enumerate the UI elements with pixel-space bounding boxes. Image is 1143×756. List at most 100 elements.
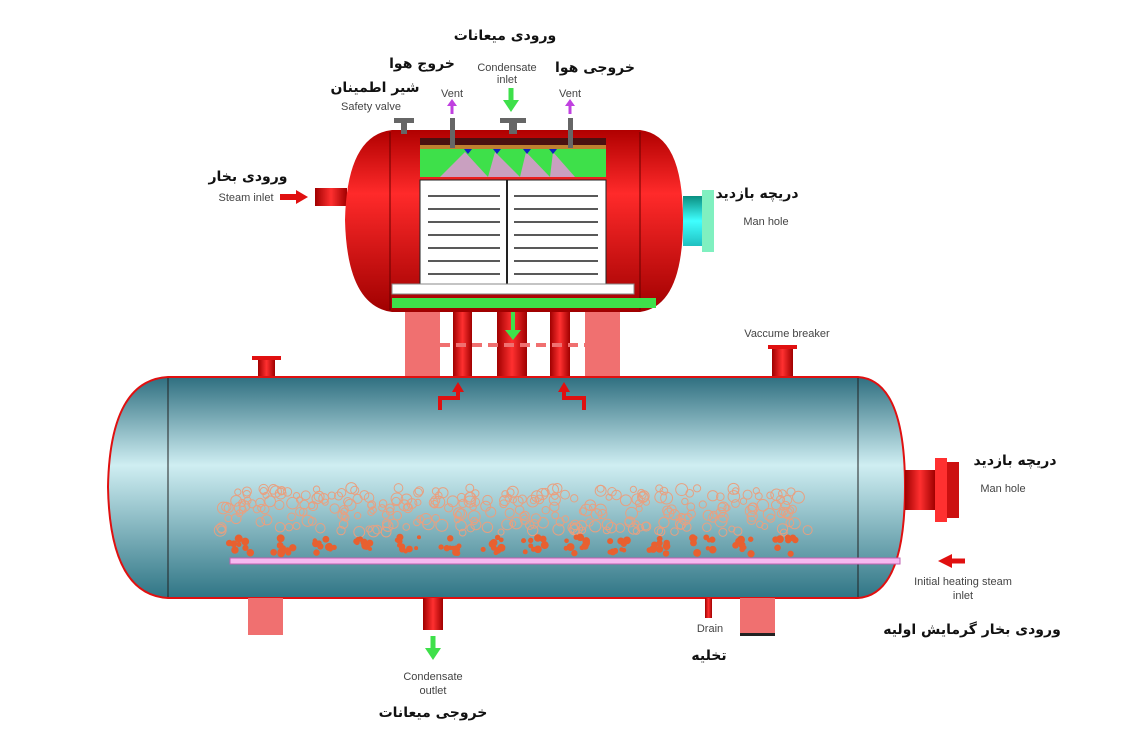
- manhole-bottom-label-fa: دریچه بازدید: [973, 453, 1056, 469]
- bubble: [549, 501, 560, 512]
- bubble: [385, 507, 395, 516]
- bubble: [585, 518, 594, 527]
- bubble: [469, 503, 477, 511]
- bubble: [378, 499, 388, 508]
- bubble: [675, 483, 689, 497]
- bubble: [340, 512, 348, 520]
- manhole-top-label-fa: دریچه بازدید: [715, 186, 798, 202]
- bubble: [555, 517, 565, 527]
- bubble: [601, 518, 614, 531]
- bubble: [552, 523, 565, 536]
- steam-jet: [396, 538, 403, 545]
- bubble: [350, 485, 360, 495]
- bubble: [259, 487, 268, 496]
- condensate-outlet-arrow-icon: [425, 648, 441, 660]
- bubble: [731, 487, 740, 495]
- bubble: [514, 505, 525, 515]
- bubble: [230, 513, 242, 525]
- bubble: [658, 516, 670, 529]
- bubble: [338, 519, 349, 529]
- bubble: [509, 520, 517, 528]
- condensate-outlet-label-en: Condensate: [403, 671, 462, 683]
- steam-jet: [656, 540, 663, 547]
- steam-jet: [787, 550, 794, 557]
- bubble: [269, 485, 282, 498]
- bubble: [430, 495, 441, 506]
- bubble: [437, 487, 449, 499]
- steam-jet: [571, 550, 578, 557]
- steam-jet: [534, 534, 542, 542]
- bubble: [530, 513, 542, 524]
- bubble: [455, 519, 467, 532]
- bubble: [731, 499, 740, 508]
- bubble: [681, 522, 692, 532]
- bubble: [467, 510, 481, 524]
- steam-jet: [246, 549, 255, 557]
- bubble: [517, 494, 527, 504]
- bubble: [337, 510, 347, 520]
- safety-valve-label-fa: شیر اطمینان: [330, 80, 419, 96]
- steam-jet: [438, 544, 444, 550]
- bubble: [393, 483, 404, 493]
- bubble: [221, 501, 232, 513]
- vent-right-label-en: Vent: [559, 88, 581, 100]
- bubble: [255, 517, 266, 527]
- bubble: [534, 494, 545, 505]
- bubble: [336, 526, 346, 536]
- bubble: [634, 499, 643, 508]
- bubble: [637, 488, 646, 497]
- bubble: [286, 496, 299, 510]
- steam-jet: [491, 539, 496, 545]
- bubble: [605, 521, 618, 534]
- bubble: [216, 522, 227, 533]
- bubble: [788, 517, 801, 530]
- steam-jet: [312, 539, 320, 548]
- bubble: [748, 502, 758, 512]
- bubble: [369, 506, 377, 514]
- bubble: [380, 526, 392, 538]
- bubble: [402, 523, 411, 531]
- steam-jet: [705, 546, 711, 551]
- bubble: [727, 490, 741, 503]
- steam-jet: [747, 550, 755, 558]
- steam-jet: [656, 535, 663, 542]
- bubble: [568, 524, 580, 536]
- steam-jet: [651, 541, 658, 549]
- bubble: [756, 498, 770, 512]
- bubble: [262, 491, 270, 499]
- bubble: [636, 491, 649, 504]
- bubble: [536, 487, 549, 501]
- steam-jet: [708, 545, 717, 554]
- bubble: [392, 510, 403, 521]
- condensate-inlet-label-fa: ورودی میعانات: [454, 28, 556, 44]
- bubble: [715, 492, 725, 502]
- manhole-upper: [683, 190, 714, 252]
- bubble: [635, 505, 643, 513]
- bubble: [629, 485, 637, 493]
- steam-jet: [447, 535, 452, 541]
- steam-jet: [792, 536, 799, 544]
- bubble: [241, 486, 252, 497]
- bubble: [637, 490, 650, 503]
- bubble: [365, 525, 373, 533]
- bubble: [718, 527, 728, 537]
- bubble: [321, 498, 329, 506]
- bubble: [548, 493, 561, 506]
- bubble: [261, 514, 273, 526]
- bubble: [770, 499, 782, 511]
- safety-valve-label-en: Safety valve: [341, 101, 401, 113]
- bubble: [541, 505, 550, 515]
- bubble: [802, 525, 813, 536]
- bubble: [312, 485, 321, 493]
- steam-jet: [540, 541, 549, 550]
- bubble: [300, 490, 311, 501]
- bubble: [453, 507, 465, 520]
- steam-jet: [234, 534, 243, 543]
- steam-jet: [396, 543, 402, 548]
- manhole-top-label-en: Man hole: [743, 216, 788, 228]
- bubble: [224, 514, 233, 523]
- bubble: [529, 519, 539, 529]
- bubble: [301, 514, 314, 527]
